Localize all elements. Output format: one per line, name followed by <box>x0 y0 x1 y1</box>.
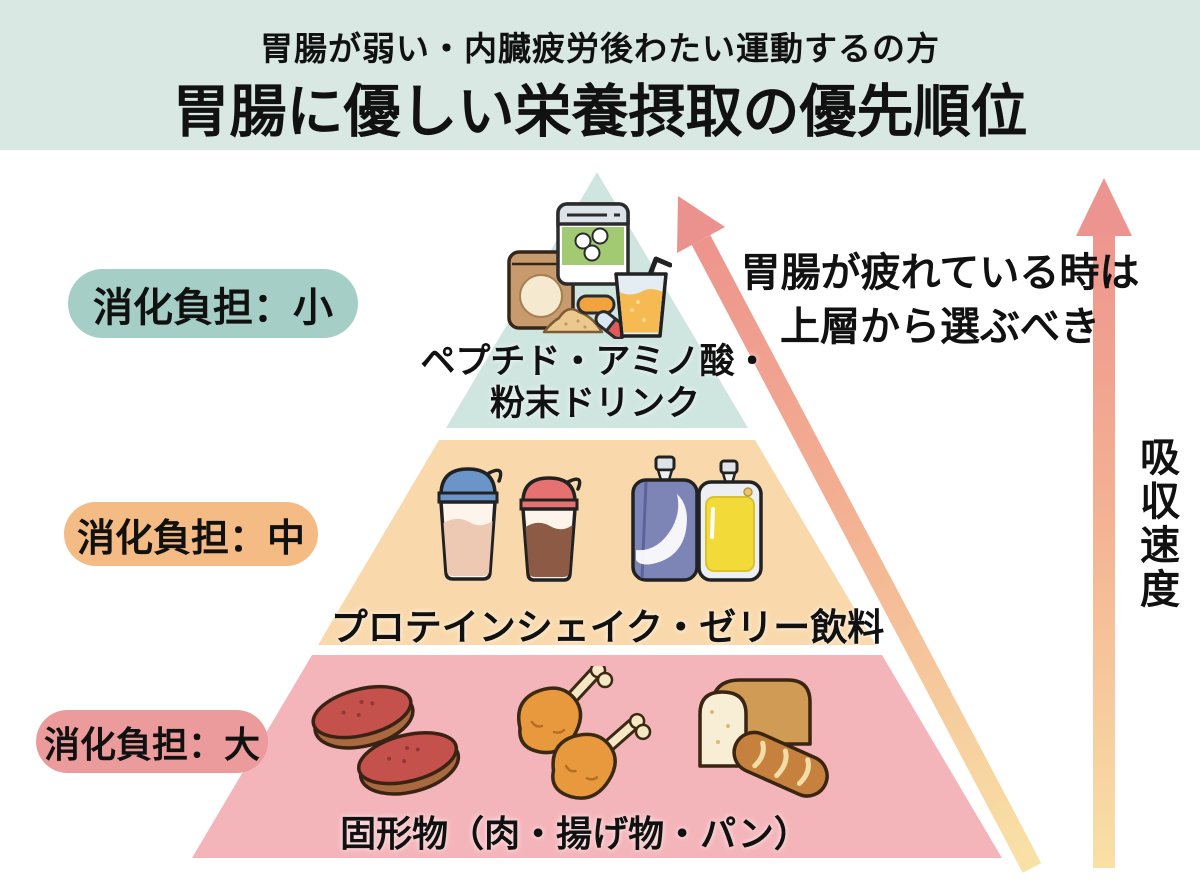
advice-line1: 胃腸が疲れている時は <box>740 251 1140 295</box>
shaker-red-icon <box>519 476 582 582</box>
pills-icon <box>576 294 628 339</box>
bread-icon <box>698 678 829 798</box>
jelly-pouch-yellow-icon <box>697 459 763 582</box>
badge-digestion-small: 消化負担：小 <box>68 269 358 338</box>
header-subtitle: 胃腸が弱い・内臓疲労後わたい運動するの方 <box>260 30 940 67</box>
diagonal-arrow-icon <box>677 196 1042 873</box>
jelly-pouch-blue-icon <box>631 455 699 582</box>
page-title: 胃腸に優しい栄養摂取の優先順位 <box>172 80 1028 144</box>
vertical-arrow-icon <box>1076 178 1132 868</box>
tier-bottom-label: 固形物（肉・揚げ物・パン） <box>340 813 810 854</box>
steak-icon <box>311 684 461 796</box>
tier-top-label-line1: ペプチド・アミノ酸・ <box>420 342 770 381</box>
advice-text: 胃腸が疲れている時は 上層から選ぶべき <box>730 246 1150 354</box>
absorption-speed-label: 吸収速度 <box>1134 436 1178 612</box>
tier-middle-label: プロテインシェイク・ゼリー飲料 <box>330 607 885 648</box>
protein-jar-icon <box>556 202 630 286</box>
tier-top-label: ペプチド・アミノ酸・ 粉末ドリンク <box>375 341 815 425</box>
powder-mound-icon <box>542 307 604 334</box>
shaker-blue-icon <box>437 467 503 581</box>
advice-line2: 上層から選ぶべき <box>780 305 1100 349</box>
tier-top-label-line2: 粉末ドリンク <box>489 384 700 423</box>
badge-digestion-medium: 消化負担：中 <box>64 502 318 566</box>
badge-digestion-large: 消化負担：大 <box>36 710 268 773</box>
header-band: 胃腸が弱い・内臓疲労後わたい運動するの方 胃腸に優しい栄養摂取の優先順位 <box>0 0 1200 150</box>
fried-chicken-icon <box>517 666 652 806</box>
juice-glass-icon <box>614 256 672 338</box>
